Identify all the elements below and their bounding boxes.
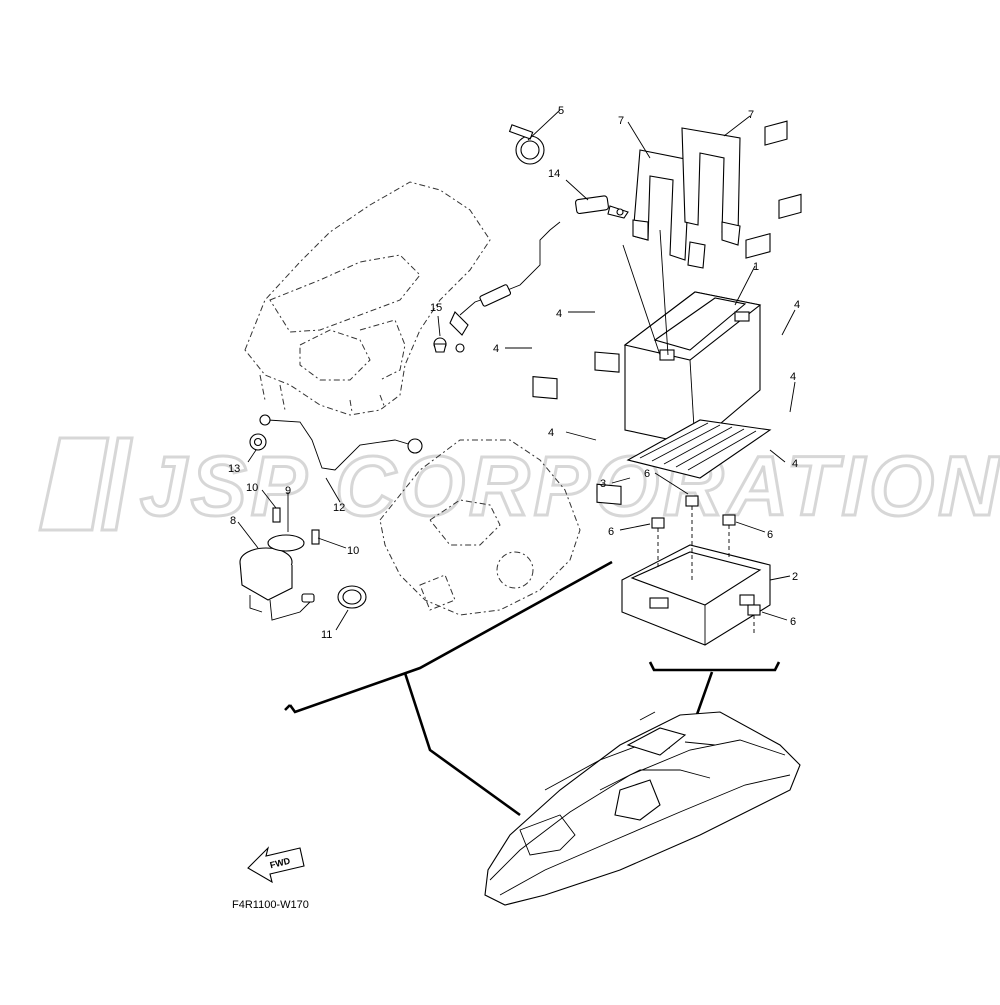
watermark-logo xyxy=(38,436,134,532)
callout-7-a: 7 xyxy=(618,115,624,127)
part-nut-13 xyxy=(249,433,267,451)
callout-9: 9 xyxy=(285,485,291,497)
callout-8: 8 xyxy=(230,515,236,527)
callout-11: 11 xyxy=(321,629,332,641)
watermark-text: JSP CORPORATION xyxy=(140,439,1000,533)
part-bolt-15 xyxy=(433,337,447,353)
callout-10-a: 10 xyxy=(246,482,258,494)
leader-lines xyxy=(237,109,796,631)
bracket-right xyxy=(648,661,781,672)
callout-4-d: 4 xyxy=(790,371,796,383)
part-battery-box xyxy=(621,544,771,646)
part-battery xyxy=(622,229,762,446)
callout-15: 15 xyxy=(430,302,442,314)
part-lead-wire-12 xyxy=(259,414,423,471)
callout-4-c: 4 xyxy=(794,299,800,311)
part-battery-band xyxy=(632,127,741,269)
callout-4-a: 4 xyxy=(556,308,562,320)
pointer-left xyxy=(403,672,521,817)
exhaust-outline xyxy=(379,439,581,616)
callout-14: 14 xyxy=(548,168,560,180)
engine-outline xyxy=(244,181,491,416)
callout-4-b: 4 xyxy=(493,343,499,355)
bracket-left-end xyxy=(284,704,291,711)
callout-3: 3 xyxy=(600,478,606,490)
callout-2: 2 xyxy=(792,571,798,583)
callout-6-a: 6 xyxy=(644,468,650,480)
callout-1: 1 xyxy=(753,261,759,273)
part-switch-assembly xyxy=(239,507,367,621)
part-pads xyxy=(532,120,802,505)
callout-4-e: 4 xyxy=(548,427,554,439)
callout-5: 5 xyxy=(558,105,564,117)
part-battery-cable xyxy=(449,195,629,353)
part-bolts xyxy=(651,495,761,635)
watermark: JSP CORPORATION xyxy=(38,436,1000,535)
callout-numbers: 1 2 3 4 4 4 4 4 4 5 6 6 6 6 7 7 8 9 10 1… xyxy=(228,105,800,641)
callout-6-b: 6 xyxy=(608,526,614,538)
callout-12: 12 xyxy=(333,502,345,514)
bracket-left xyxy=(288,560,613,714)
figure-code: F4R1100-W170 xyxy=(232,899,309,911)
part-battery-mat xyxy=(626,419,772,479)
callout-7-b: 7 xyxy=(748,109,754,121)
callout-13: 13 xyxy=(228,463,240,475)
fwd-label: FWD xyxy=(269,856,292,871)
callout-6-d: 6 xyxy=(790,616,796,628)
fwd-arrow-icon: FWD xyxy=(247,846,305,884)
callout-6-c: 6 xyxy=(767,529,773,541)
jet-ski xyxy=(484,711,801,906)
callout-4-f: 4 xyxy=(792,458,798,470)
callout-10-b: 10 xyxy=(347,545,359,557)
part-clamp xyxy=(508,124,545,165)
